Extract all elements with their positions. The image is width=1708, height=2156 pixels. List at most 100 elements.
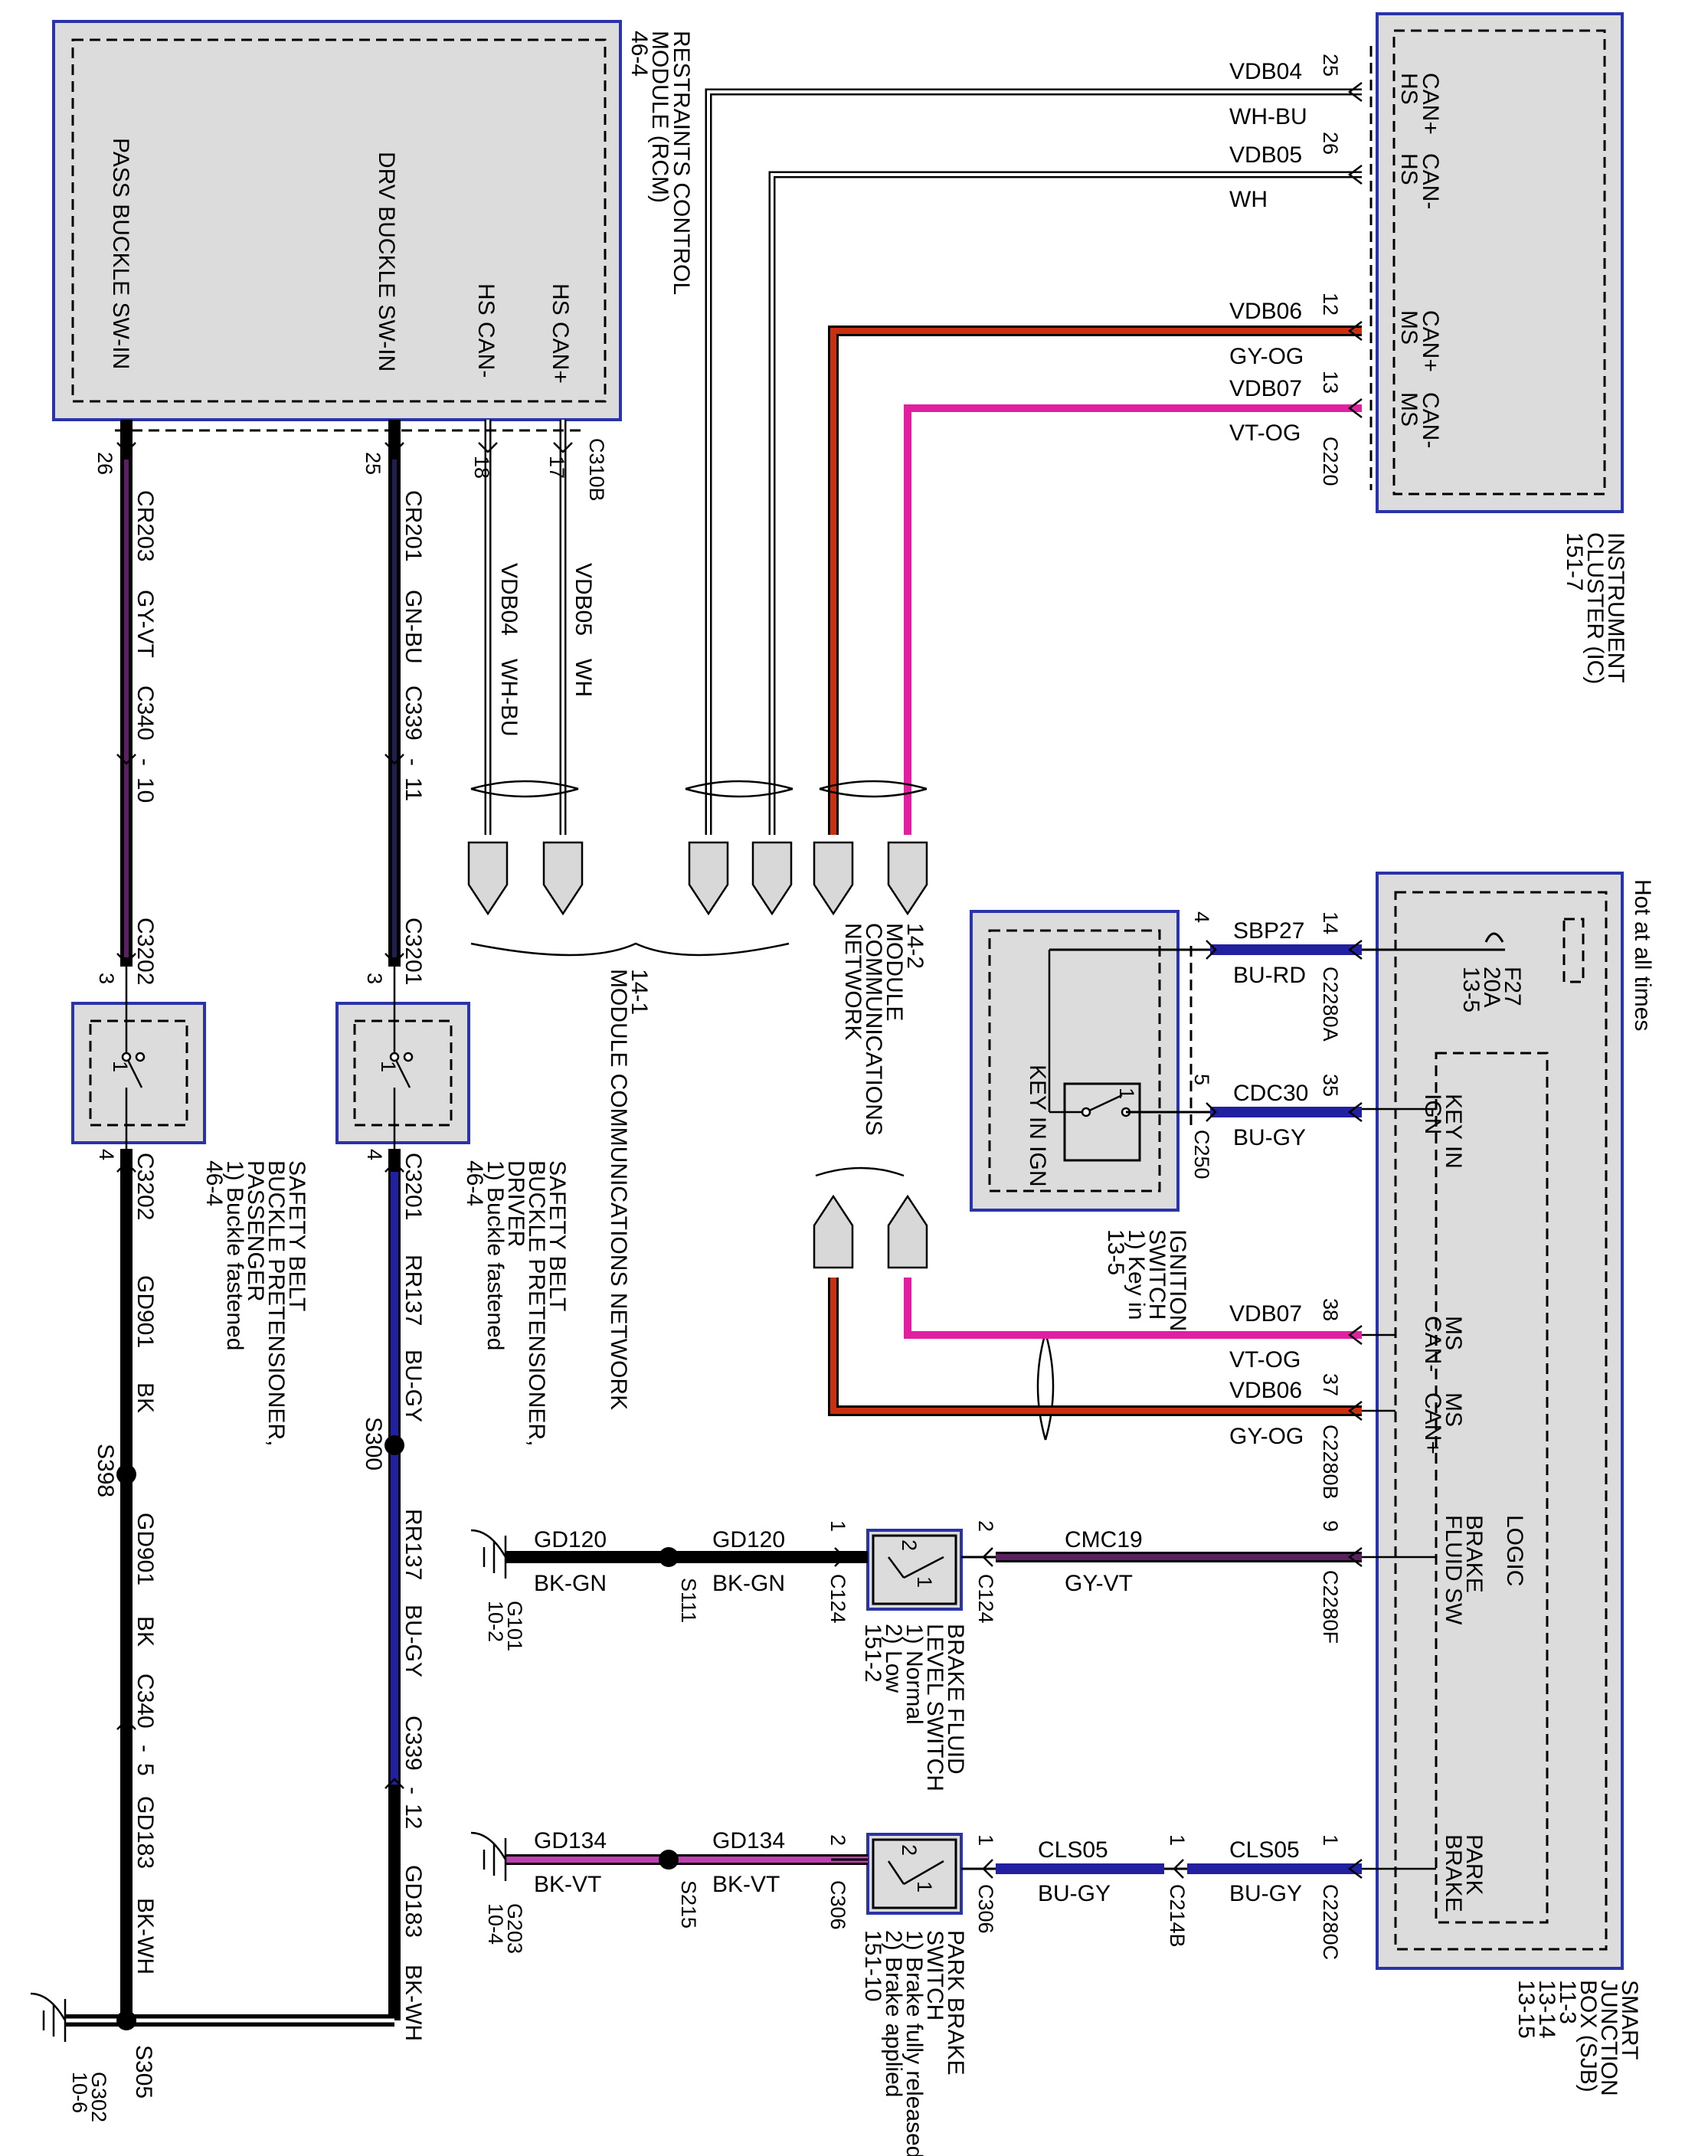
rcm-pin-pass-buckle: PASS BUCKLE SW-IN — [108, 138, 133, 369]
svg-text:GD134: GD134 — [534, 1828, 607, 1853]
network-2-ref: 14-2 — [902, 923, 928, 969]
sjb-title-2: JUNCTION — [1596, 1980, 1621, 2096]
svg-text:WH: WH — [571, 659, 596, 697]
svg-text:2: 2 — [974, 1520, 997, 1532]
brake-fluid-wires — [470, 1529, 1363, 1579]
svg-text:C214B: C214B — [1166, 1884, 1189, 1948]
ic-connector: C220 — [1319, 437, 1342, 486]
splice-s111: S111 — [677, 1578, 700, 1623]
svg-text:SWITCH: SWITCH — [922, 1930, 947, 2020]
svg-text:4: 4 — [95, 1149, 118, 1160]
svg-text:BK-GN: BK-GN — [712, 1571, 785, 1596]
svg-text:-: - — [133, 758, 158, 766]
svg-text:BK-VT: BK-VT — [712, 1872, 780, 1897]
svg-text:13-15: 13-15 — [1513, 1980, 1539, 2039]
svg-text:BU-GY: BU-GY — [1038, 1881, 1111, 1906]
svg-text:CAN+: CAN+ — [1418, 73, 1443, 135]
svg-text:C2280B: C2280B — [1319, 1425, 1342, 1500]
ic-vdb04-circuit: VDB04 — [1229, 59, 1302, 84]
driver-buckle-wires — [384, 420, 404, 2020]
svg-text:CLS05: CLS05 — [1038, 1837, 1108, 1863]
rcm-pin-hs-can-plus: HS CAN+ — [548, 283, 573, 384]
svg-text:CAN-: CAN- — [1418, 153, 1443, 209]
svg-text:CMC19: CMC19 — [1065, 1527, 1143, 1552]
svg-text:VDB04: VDB04 — [496, 563, 522, 636]
svg-text:GD134: GD134 — [712, 1828, 785, 1853]
svg-text:1: 1 — [377, 1061, 400, 1072]
svg-text:SAFETY BELT: SAFETY BELT — [545, 1160, 570, 1311]
sjb-hot-label: Hot at all times — [1630, 879, 1655, 1031]
svg-text:BRAKE FLUID: BRAKE FLUID — [943, 1624, 968, 1775]
svg-text:3: 3 — [363, 973, 386, 984]
ic-vdb04-color: WH-BU — [1229, 104, 1307, 129]
svg-text:PASSENGER: PASSENGER — [243, 1160, 268, 1302]
svg-text:13: 13 — [1319, 371, 1342, 394]
svg-text:VDB07: VDB07 — [1229, 1301, 1302, 1327]
svg-text:RR137: RR137 — [401, 1255, 426, 1326]
svg-text:10-4: 10-4 — [484, 1903, 507, 1945]
svg-text:C339: C339 — [401, 685, 426, 741]
svg-text:C306: C306 — [974, 1884, 997, 1934]
svg-text:C306: C306 — [826, 1880, 849, 1930]
svg-text:GD120: GD120 — [712, 1527, 785, 1552]
svg-text:C3202: C3202 — [133, 1153, 158, 1220]
svg-text:C340: C340 — [133, 685, 158, 741]
svg-text:25: 25 — [1319, 54, 1342, 77]
svg-text:11: 11 — [401, 777, 426, 801]
svg-text:CAN+: CAN+ — [1420, 1392, 1445, 1454]
svg-text:-: - — [401, 1787, 426, 1794]
svg-text:C124: C124 — [974, 1574, 997, 1624]
svg-text:GD901: GD901 — [133, 1513, 158, 1585]
svg-text:C250: C250 — [1190, 1130, 1213, 1179]
svg-text:GD183: GD183 — [133, 1796, 158, 1869]
svg-text:MS: MS — [1396, 310, 1422, 345]
svg-text:BK-WH: BK-WH — [133, 1898, 158, 1974]
svg-text:12: 12 — [401, 1804, 426, 1829]
svg-text:1: 1 — [913, 1576, 936, 1588]
svg-text:C3201: C3201 — [401, 1153, 426, 1220]
splice-s305: S305 — [131, 2045, 156, 2099]
instrument-cluster: HS CAN+ HS CAN- MS CAN+ MS CAN- INSTRUME… — [1369, 12, 1628, 684]
svg-text:HS: HS — [1396, 73, 1422, 105]
svg-text:C2280A: C2280A — [1319, 967, 1342, 1042]
ic-wires — [705, 82, 1363, 835]
rcm-connector: C310B — [585, 438, 608, 502]
ic-vdb05-circuit: VDB05 — [1229, 142, 1302, 168]
svg-text:1) Buckle fastened: 1) Buckle fastened — [483, 1160, 508, 1350]
passenger-pretensioner: 1 SAFETY BELT BUCKLE PRETENSIONER, PASSE… — [71, 967, 309, 1446]
rcm-title: RESTRAINTS CONTROL — [669, 31, 694, 295]
svg-text:9: 9 — [1319, 1520, 1342, 1532]
svg-text:BK: BK — [133, 1382, 158, 1413]
svg-text:14: 14 — [1319, 911, 1342, 934]
ic-vdb05-color: WH — [1229, 187, 1268, 212]
svg-text:GY-VT: GY-VT — [133, 590, 158, 658]
svg-text:BRAKE: BRAKE — [1461, 1515, 1487, 1593]
svg-text:BRAKE: BRAKE — [1441, 1834, 1466, 1912]
svg-text:2) Brake applied: 2) Brake applied — [881, 1930, 906, 2097]
svg-text:IGNITION: IGNITION — [1165, 1229, 1190, 1331]
svg-text:1) Normal: 1) Normal — [901, 1624, 927, 1725]
ic-vdb07-color: VT-OG — [1229, 420, 1301, 446]
svg-text:1: 1 — [109, 1061, 132, 1072]
svg-text:1: 1 — [826, 1520, 849, 1532]
fuse-rating: 20A — [1479, 967, 1504, 1007]
svg-text:SAFETY BELT: SAFETY BELT — [284, 1160, 309, 1311]
ic-vdb06-circuit: VDB06 — [1229, 299, 1302, 324]
svg-text:10-6: 10-6 — [68, 2072, 91, 2113]
smart-junction-box: Hot at all times F27 20A 13-5 KEY IN IGN… — [1362, 872, 1655, 2096]
svg-text:BU-RD: BU-RD — [1233, 963, 1306, 988]
svg-text:KEY IN: KEY IN — [1441, 1094, 1466, 1169]
svg-text:11-3: 11-3 — [1555, 1980, 1580, 2024]
svg-text:5: 5 — [133, 1763, 158, 1776]
ground-g203: G203 — [503, 1903, 526, 1954]
svg-text:12: 12 — [1319, 293, 1342, 316]
ground-g302: G302 — [87, 2072, 110, 2122]
svg-text:IGN: IGN — [1420, 1094, 1445, 1134]
svg-text:1: 1 — [1166, 1834, 1189, 1846]
splice-s398: S398 — [93, 1444, 118, 1497]
svg-text:1: 1 — [1319, 1834, 1342, 1846]
svg-text:2: 2 — [898, 1844, 921, 1856]
svg-text:CAN+: CAN+ — [1418, 310, 1443, 372]
svg-text:MS: MS — [1396, 392, 1422, 427]
